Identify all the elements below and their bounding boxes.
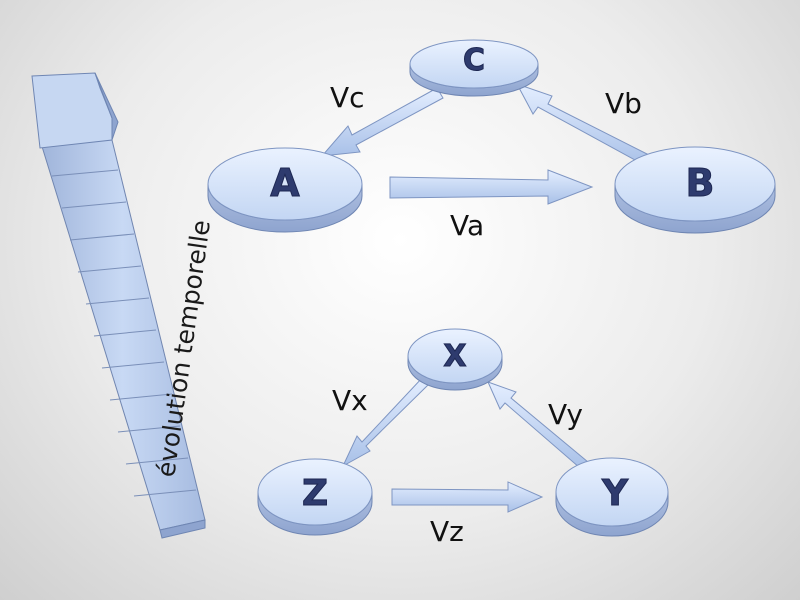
node-c-label: C [463, 43, 485, 78]
node-a: A [207, 147, 363, 233]
node-x: X [407, 328, 503, 391]
edge-va-label: Va [450, 209, 484, 242]
node-a-label: A [270, 161, 300, 205]
edge-vb-label: Vb [605, 87, 642, 120]
timeline-column: évolution temporelle [31, 72, 216, 539]
node-x-label: X [443, 339, 466, 374]
arrow-vc [320, 87, 444, 157]
node-y: Y [555, 457, 669, 537]
edge-vx-label: Vx [332, 384, 368, 417]
node-b: B [614, 146, 776, 234]
arrow-vx [341, 376, 431, 468]
diagram-top: C A B Vc Vb Va [207, 39, 776, 242]
node-y-label: Y [601, 473, 629, 514]
diagram-bottom: X Z Y Vx Vy Vz [257, 328, 669, 548]
arrow-vb [515, 83, 656, 167]
edge-vz-label: Vz [430, 515, 464, 548]
node-b-label: B [686, 161, 715, 205]
arrow-va [389, 169, 594, 205]
edge-vy-label: Vy [548, 398, 583, 431]
timeline-top-block [31, 72, 119, 149]
arrow-vy [487, 381, 589, 469]
arrow-vz [391, 481, 544, 513]
node-z-label: Z [302, 473, 328, 514]
edge-vc-label: Vc [330, 81, 365, 114]
node-z: Z [257, 458, 373, 536]
node-c: C [409, 39, 539, 97]
